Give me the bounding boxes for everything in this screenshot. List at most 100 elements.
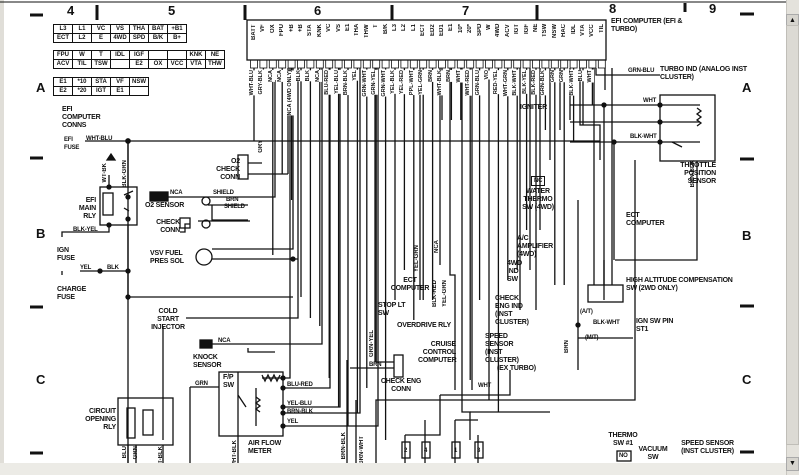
wire-wht-blu: WHT-BLU [86,136,113,142]
pin-terminal [447,59,456,69]
pin-terminal [268,59,277,69]
pin-terminal [259,59,268,69]
pin-label: BATT [251,24,257,40]
o2-sensor-label: O2 SENSOR [145,202,185,209]
connector-cell: IGT [91,86,111,96]
pin-label: 20* [467,24,474,34]
column-7: 7 [462,3,470,18]
connector-cell: L2 [72,33,92,43]
wire-color-label: BLK-WHT [512,70,520,96]
wire-yel-afm: YEL [287,419,299,425]
check-conn-label: CHECK CONN [156,219,180,234]
pin-label: FPU [279,24,286,36]
wire-brn-blk-afm: BRN-BLK [287,409,313,415]
connector-cell: E [91,33,111,43]
pin-label: VC [326,24,333,33]
connector-cell: IDL [110,50,130,60]
wiring-diagram [0,1,786,463]
wire-color-label: GRN-WHT [380,70,388,97]
shield-label-1: SHIELD [213,190,234,196]
ign-sw-label: IGN SW PIN ST1 [636,318,674,333]
wire-wht-turbo: WHT [478,383,492,389]
window-edge [0,0,4,475]
pin-terminal [325,59,334,69]
grid-ticks [0,1,786,455]
wire-yel: YEL [80,265,92,271]
pin-terminal [522,59,531,69]
wire-blk-yel: BLK-YEL [73,227,98,233]
speed-sensor-label: SPEED SENSOR (INST CLUSTER) [485,333,519,364]
column-5: 5 [168,3,176,18]
wire-brn-blk-2: BRN-BLK [341,432,347,460]
connector-cell: BAT [148,24,168,34]
pin-label: TIL [598,24,605,33]
wire-color-label: NCA [314,70,322,82]
pin-label: OX [269,24,276,33]
row-b-left: B [36,226,46,241]
connector-cell: E1 [110,86,130,96]
horizontal-scroll-area[interactable] [0,463,786,475]
wire-color-label: GRN [559,70,567,83]
pin-label: THW [363,24,370,38]
connector-cell: E1 [53,77,73,87]
pin-label: NE [533,24,539,33]
scroll-down-arrow-icon[interactable]: ▼ [786,457,799,471]
wire-color-label: GRN [549,70,557,83]
wire-blk-wht: BLK-WHT [630,134,657,140]
4wd-ind-sw-label: 4WD IND SW [507,260,522,283]
wire-color-label: NCA [267,70,275,82]
connector-cell [110,59,130,69]
pin-terminal [250,59,258,69]
wire-color-label: BLK-RED [531,70,538,95]
wire-blu-red: BLU-RED [287,382,313,388]
scroll-thumb[interactable] [786,25,799,445]
no-label: NO [619,453,628,459]
pin-label: IDL [570,24,577,34]
connector-cell: T [91,50,111,60]
connector-cell: STA [91,77,111,87]
pin-label: L3 [392,24,398,32]
pin-terminal [438,59,446,69]
speed-sensor-2-label: SPEED SENSOR (INST CLUSTER) [681,440,734,455]
wire-grn-yel: GRN-YEL [369,330,375,357]
pin-label: E1 [345,24,351,32]
pin-terminal [334,59,343,69]
pin-terminal [428,59,437,69]
injector-4: 4 [424,448,428,454]
wire-color-label: YEL-GRN [418,70,426,95]
ect-computer-2-label: ECT COMPUTER [626,212,665,227]
wire-color-label: VIO [484,70,491,80]
pin-label: ACV [504,24,511,37]
pin-terminal [391,59,399,69]
wire-color-label: WHT [455,70,463,83]
wire-color-label: PPL-WHT [408,70,416,96]
pin-terminal [466,59,475,69]
connector-cell [167,50,187,60]
pin-label: 4WD [495,24,502,38]
wire-color-label: BLK [305,70,313,82]
connector-cell: NSW [129,77,149,87]
connector-cell: THW [205,59,225,69]
efi-computer-conns-label: EFI COMPUTER CONNS [62,106,101,129]
column-8: 8 [609,1,617,16]
efi-computer-label: EFI COMPUTER (EFI & TURBO) [611,18,683,33]
connector-cell: VC [91,24,111,34]
connector-cell: TSW [91,59,111,69]
stop-lt-sw-label: STOP LT SW [378,302,406,317]
connector-cell: ACV [53,59,73,69]
row-c-right: C [742,372,752,387]
connector-cell: SPD [129,33,149,43]
connector-cell: W [72,50,92,60]
wire-color-label: YEL-RED [399,70,407,95]
wire-color-label: RED-YEL [493,70,501,95]
connector-cell: VCC [167,59,187,69]
o2-check-conn-label: O2 CHECK CONN [216,158,240,181]
pin-terminal [588,59,597,69]
pin-label: ED2 [429,24,436,36]
pin-label: HAC [561,24,568,37]
connector-cell: *20 [72,86,92,96]
pin-label: KNK [316,24,323,37]
wire-brn-gnd: BRN [564,340,570,353]
pin-label: E1 [448,24,455,32]
wire-blk-red: BLK-RED [432,280,438,307]
